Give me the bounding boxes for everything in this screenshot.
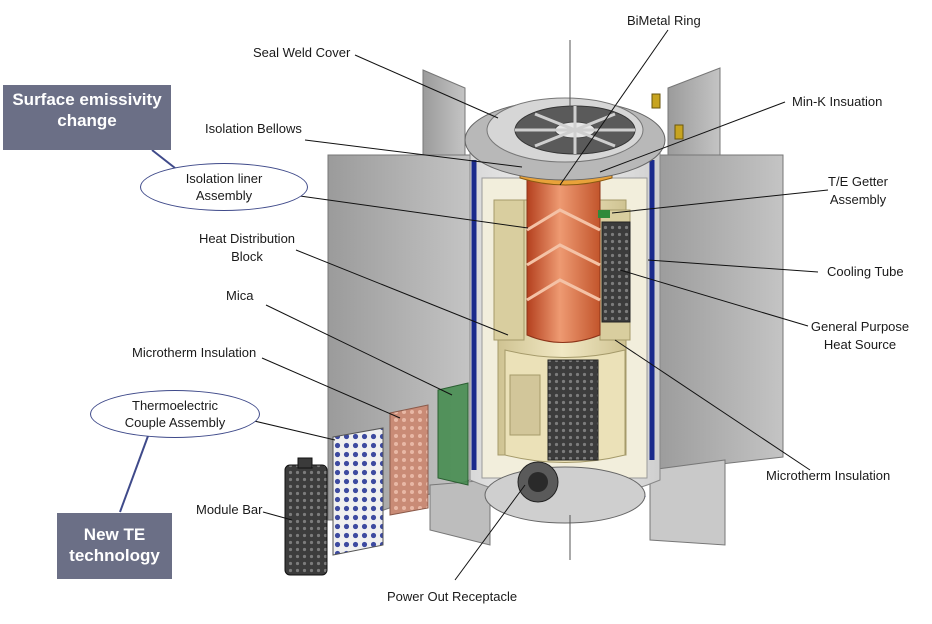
surface-callout-line2: change [57, 111, 117, 130]
label-cooling-tube: Cooling Tube [827, 264, 904, 279]
gphs-line1: General Purpose [810, 319, 910, 334]
label-power-out-receptacle: Power Out Receptacle [387, 589, 518, 604]
label-microtherm-insulation-left: Microtherm Insulation [132, 345, 257, 360]
label-general-purpose-heat-source: General Purpose Heat Source [810, 318, 910, 354]
mica-sheet [437, 382, 469, 486]
label-mica: Mica [226, 288, 254, 303]
thermoelectric-line1: Thermoelectric [132, 398, 218, 413]
label-bimetal-ring: BiMetal Ring [627, 13, 701, 28]
te-getter-line2: Assembly [829, 192, 887, 207]
fin-front-right [649, 459, 726, 546]
heat-source-module [601, 221, 631, 323]
new-te-line2: technology [69, 546, 160, 565]
label-microtherm-insulation-right: Microtherm Insulation [766, 468, 891, 483]
isolation-liner-line2: Assembly [195, 188, 253, 203]
leader-lines [249, 29, 829, 581]
gphs-line2: Heat Source [823, 337, 897, 352]
seal-weld-cover [464, 97, 666, 181]
microtherm-insulation-block [389, 404, 429, 516]
label-te-getter: T/E Getter Assembly [828, 173, 888, 209]
label-module-bar: Module Bar [196, 502, 263, 517]
thermoelectric-couple-oval: Thermoelectric Couple Assembly [90, 390, 260, 438]
heat-source [526, 167, 601, 343]
te-getter-line1: T/E Getter [828, 174, 888, 189]
module-bar [284, 457, 328, 576]
thermoelectric-couple-assembly [332, 427, 384, 556]
callout-connectors [119, 149, 176, 513]
label-min-k-insulation: Min-K Insuation [792, 94, 883, 109]
getter-assembly [598, 210, 610, 218]
base-assembly [484, 461, 646, 524]
surface-emissivity-callout: Surface emissivity change [3, 85, 171, 150]
valve-fittings [651, 93, 684, 140]
heat-distribution-line1: Heat Distribution [198, 231, 296, 246]
lower-te-region [504, 349, 626, 463]
isolation-liner-line1: Isolation liner [185, 171, 263, 186]
isolation-liner-oval: Isolation liner Assembly [140, 163, 308, 211]
label-heat-distribution-block: Heat Distribution Block [192, 230, 302, 266]
surface-callout-line1: Surface emissivity [12, 90, 162, 109]
fin-front-left [429, 479, 491, 546]
new-te-line1: New TE [83, 525, 146, 544]
new-te-technology-callout: New TE technology [57, 513, 172, 579]
label-seal-weld-cover: Seal Weld Cover [253, 45, 351, 60]
heat-distribution-line2: Block [231, 249, 263, 264]
thermoelectric-line2: Couple Assembly [124, 415, 226, 430]
label-isolation-bellows: Isolation Bellows [205, 121, 302, 136]
